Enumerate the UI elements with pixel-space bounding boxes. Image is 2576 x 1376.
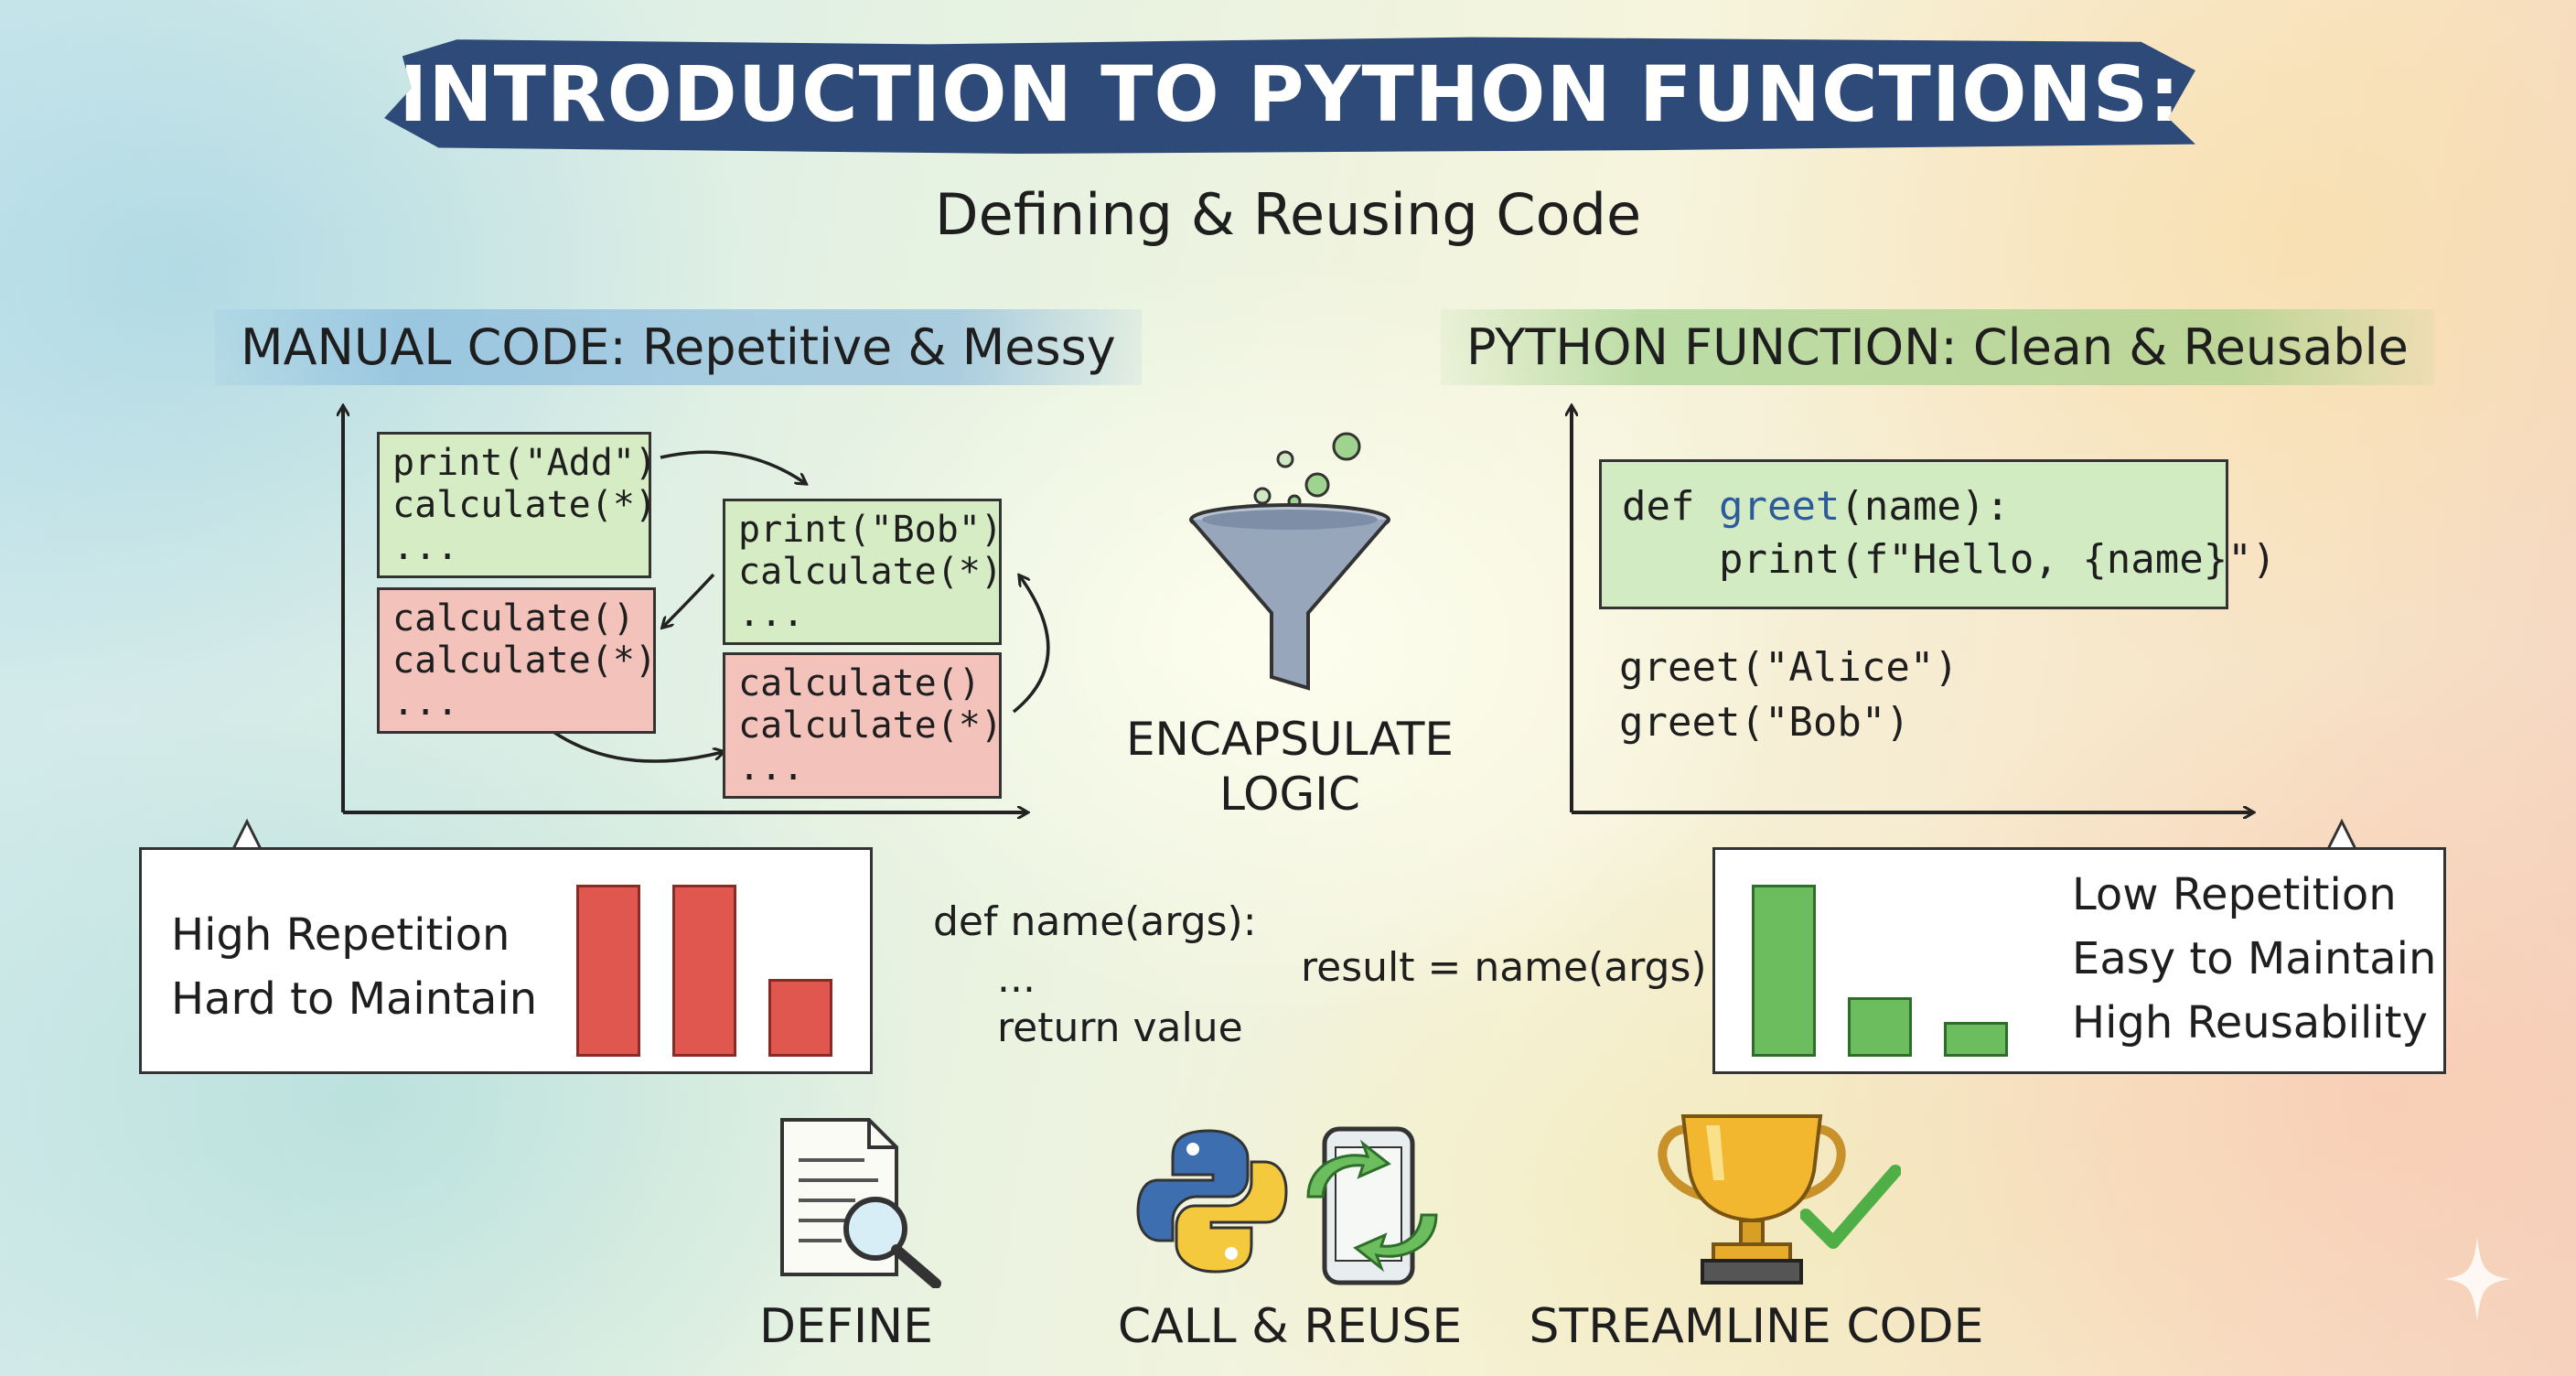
title-banner: INTRODUCTION TO PYTHON FUNCTIONS:	[384, 37, 2195, 154]
manual-code-block-3: calculate() calculate(*) ...	[377, 587, 657, 734]
callout-pointer-right	[2326, 818, 2357, 850]
def-syntax-line-3: return value	[997, 1005, 1243, 1051]
python-logo-icon	[1136, 1129, 1288, 1274]
funnel-icon	[1189, 432, 1390, 691]
function-bar-1	[1752, 885, 1816, 1057]
call-syntax-line: result = name(args)	[1301, 944, 1707, 991]
streamline-code-label: STREAMLINE CODE	[1529, 1299, 1984, 1354]
checkmark-icon	[1800, 1165, 1901, 1249]
page-title: INTRODUCTION TO PYTHON FUNCTIONS:	[399, 49, 2181, 139]
function-bar-3	[1944, 1022, 2008, 1057]
manual-summary-callout: High Repetition Hard to Maintain	[139, 847, 873, 1074]
manual-summary-text: High Repetition Hard to Maintain	[171, 909, 538, 1025]
trophy-icon	[1658, 1114, 1846, 1285]
page-subtitle: Defining & Reusing Code	[934, 181, 1642, 248]
function-definition-code: def greet(name): print(f"Hello, {name}")	[1599, 459, 2276, 609]
function-calls-code: greet("Alice") greet("Bob")	[1619, 644, 1959, 746]
python-function-header: PYTHON FUNCTION: Clean & Reusable	[1441, 309, 2434, 385]
def-syntax-line-2: ...	[997, 955, 1036, 1002]
encapsulate-logic-label: ENCAPSULATE LOGIC	[1125, 713, 1454, 821]
function-axes	[1572, 407, 2252, 812]
manual-code-block-2: print("Bob") calculate(*) ...	[723, 499, 1003, 645]
manual-bar-3	[768, 979, 832, 1057]
manual-code-block-4: calculate() calculate(*) ...	[723, 652, 1003, 799]
function-summary-callout: Low Repetition Easy to Maintain High Reu…	[1712, 847, 2446, 1074]
function-summary-text: Low Repetition Easy to Maintain High Reu…	[2072, 869, 2437, 1048]
phone-refresh-icon	[1306, 1126, 1438, 1285]
document-search-icon	[780, 1118, 941, 1288]
def-syntax-line-1: def name(args):	[933, 898, 1257, 945]
sparkle-icon	[2444, 1237, 2510, 1321]
call-reuse-label: CALL & REUSE	[1117, 1299, 1463, 1354]
manual-code-header: MANUAL CODE: Repetitive & Messy	[215, 309, 1142, 385]
manual-bar-2	[672, 885, 736, 1057]
callout-pointer-left	[231, 818, 263, 850]
manual-axes	[343, 407, 1026, 812]
manual-code-block-1: print("Add") calculate(*) ...	[377, 432, 657, 578]
function-bar-2	[1848, 997, 1912, 1057]
manual-flow-arrows	[553, 450, 1050, 763]
define-label: DEFINE	[759, 1299, 933, 1354]
manual-bar-1	[576, 885, 640, 1057]
